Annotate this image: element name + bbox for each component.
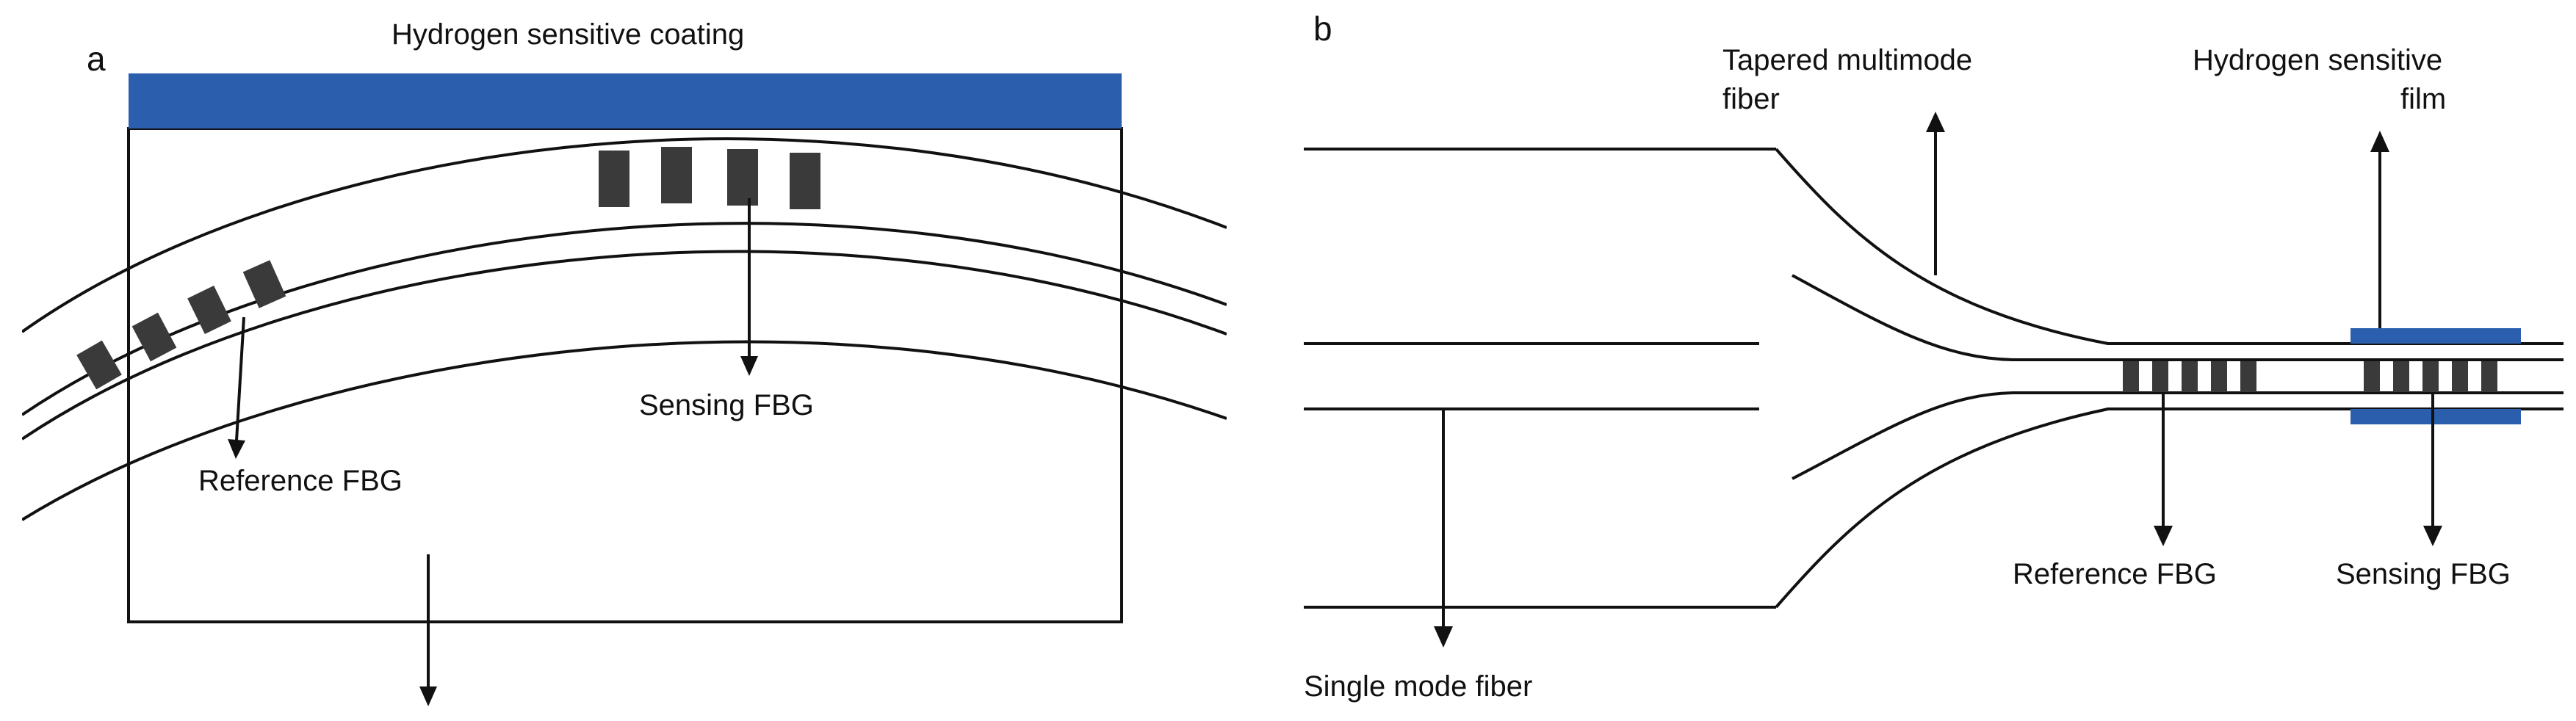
sensing-fbg-b-stripe — [2452, 361, 2468, 392]
film-label-line2: film — [2400, 83, 2446, 115]
taper-inner-top — [1792, 274, 2564, 361]
reference-fbg-a-stripe — [76, 340, 122, 390]
sensing-fbg-label-b: Sensing FBG — [2336, 558, 2511, 590]
reference-fbg-b-stripe — [2240, 361, 2256, 392]
reference-fbg-a-stripe — [242, 260, 286, 308]
taper-outer-top — [1775, 148, 2564, 345]
taper-inner-bottom — [1792, 391, 2564, 480]
smf-arrow — [1434, 409, 1453, 648]
panel-b: b Tapered multimode fiber Hydrogen sensi… — [1304, 10, 2564, 703]
tapered-fiber-arrow — [1926, 112, 1945, 275]
taper-outer-bottom — [1775, 407, 2564, 609]
film-arrow — [2370, 131, 2389, 328]
smf-label: Single mode fiber — [1304, 670, 1532, 703]
sensing-fbg-b-stripe — [2364, 361, 2380, 392]
panel-a-label: a — [87, 40, 106, 78]
reference-fbg-label-b: Reference FBG — [2013, 558, 2217, 590]
reference-fbg-arrow-b — [2154, 393, 2173, 546]
panel-a: a Hydrogen sensitive coating Sensing FBG — [22, 18, 1227, 706]
reference-fbg-b — [2123, 361, 2256, 392]
reference-fbg-a-stripe — [131, 312, 177, 362]
reference-fbg-arrow-a — [228, 316, 245, 459]
reference-fbg-a-stripe — [187, 285, 231, 335]
sensing-fbg-b-stripe — [2393, 361, 2409, 392]
sensing-fbg-a-stripe — [661, 147, 692, 203]
sensing-fbg-arrow-b — [2423, 393, 2442, 546]
tapered-fiber-label-line2: fiber — [1722, 83, 1780, 115]
hydrogen-film-top — [2350, 328, 2521, 344]
sensing-fbg-b — [2364, 361, 2497, 392]
sensing-fbg-a-stripe — [727, 149, 758, 206]
sensing-fbg-a-stripe — [599, 151, 629, 207]
reference-fbg-b-stripe — [2123, 361, 2139, 392]
substrate-arrow — [419, 554, 437, 706]
coating-label: Hydrogen sensitive coating — [392, 18, 744, 51]
sensing-fbg-b-stripe — [2481, 361, 2497, 392]
reference-fbg-label-a: Reference FBG — [198, 465, 403, 497]
reference-fbg-b-stripe — [2211, 361, 2227, 392]
sensing-fbg-a-stripe — [790, 153, 820, 209]
sensing-fbg-b-stripe — [2422, 361, 2439, 392]
fiber-outer-edge — [22, 137, 1227, 333]
panel-b-label: b — [1313, 10, 1332, 48]
tapered-fiber-label-line1: Tapered multimode — [1722, 44, 1972, 76]
sensing-fbg-a — [599, 147, 820, 209]
reference-fbg-b-stripe — [2152, 361, 2168, 392]
fiber-inner-edge — [22, 340, 1227, 521]
film-label-line1: Hydrogen sensitive — [2193, 44, 2442, 76]
fiber-core-lower — [22, 250, 1227, 441]
sensing-fbg-label-a: Sensing FBG — [639, 389, 814, 421]
hydrogen-coating-bar — [129, 73, 1122, 128]
hydrogen-film-bottom — [2350, 409, 2521, 424]
sensing-fbg-arrow-a — [740, 198, 758, 376]
reference-fbg-a — [76, 260, 286, 390]
reference-fbg-b-stripe — [2182, 361, 2198, 392]
